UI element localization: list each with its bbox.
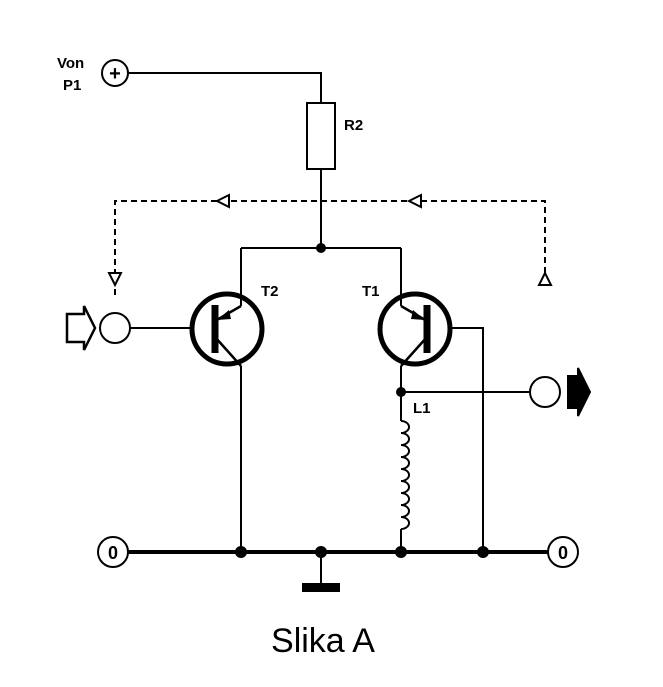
inductor-label: L1 [413, 400, 431, 417]
supply-label-p1: P1 [63, 77, 81, 94]
terminal-right-label: 0 [558, 543, 568, 563]
transistor-t1 [377, 291, 453, 367]
feedback-arrow-left [214, 193, 230, 209]
output-arrow-icon [567, 367, 592, 417]
plus-symbol: + [109, 63, 121, 85]
transistor-t1-label: T1 [362, 283, 380, 300]
t1-base-wire [450, 327, 484, 552]
inductor-l1 [400, 420, 410, 530]
junction-dot-bus-1 [235, 546, 247, 558]
feedback-arrow-up [537, 270, 553, 286]
input-terminal [99, 312, 131, 344]
ground-symbol-icon [302, 583, 340, 592]
figure-caption: Slika A [271, 622, 375, 660]
resistor-r2 [306, 102, 336, 170]
junction-dot-bus-3 [395, 546, 407, 558]
terminal-right-zero [547, 536, 579, 568]
supply-wire [128, 72, 322, 103]
junction-dot-bus-4 [477, 546, 489, 558]
output-terminal [529, 376, 561, 408]
supply-label-von: Von [57, 55, 84, 72]
input-arrow-icon [65, 305, 97, 351]
feedback-arrow-middle [406, 193, 422, 209]
terminal-left-zero [97, 536, 129, 568]
transistor-t2-label: T2 [261, 283, 279, 300]
resistor-label: R2 [344, 117, 363, 134]
feedback-dashed-path [114, 200, 546, 295]
transistor-t2 [189, 291, 265, 367]
feedback-arrow-down [107, 272, 123, 288]
terminal-left-label: 0 [108, 543, 118, 563]
